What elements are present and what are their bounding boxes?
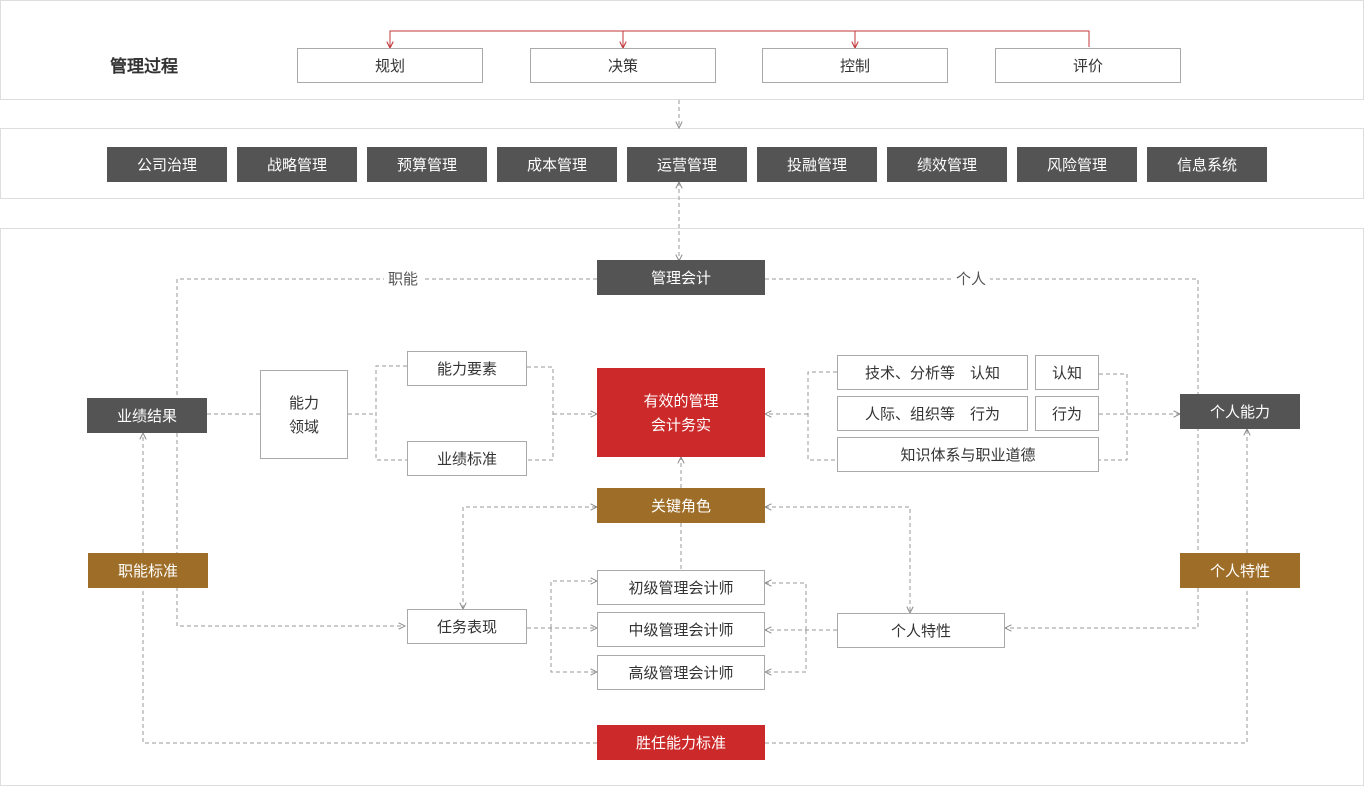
performance-result-node: 业绩结果: [87, 398, 207, 433]
function-corporate-governance: 公司治理: [107, 147, 227, 182]
personal-ability-node: 个人能力: [1180, 394, 1300, 429]
task-performance-node: 任务表现: [407, 609, 527, 644]
knowledge-ethics-node: 知识体系与职业道德: [837, 437, 1099, 472]
function-label: 职能: [384, 268, 423, 289]
key-role-node: 关键角色: [597, 488, 765, 523]
junior-accountant-node: 初级管理会计师: [597, 570, 765, 605]
process-step-control: 控制: [762, 48, 948, 83]
behavior-node: 行为: [1035, 396, 1099, 431]
function-cost-management: 成本管理: [497, 147, 617, 182]
personal-label: 个人: [952, 268, 991, 289]
cognition-node: 认知: [1035, 355, 1099, 390]
personal-traits-node: 个人特性: [837, 613, 1005, 648]
management-process-title: 管理过程: [110, 57, 178, 77]
process-step-decide: 决策: [530, 48, 716, 83]
function-standard-node: 职能标准: [88, 553, 208, 588]
intermediate-accountant-node: 中级管理会计师: [597, 612, 765, 647]
management-accounting-node: 管理会计: [597, 260, 765, 295]
function-operations-management: 运营管理: [627, 147, 747, 182]
behavioral-skills-node: 人际、组织等 行为: [837, 396, 1028, 431]
performance-standard-node: 业绩标准: [407, 441, 527, 476]
ability-elements-node: 能力要素: [407, 351, 527, 386]
function-risk-management: 风险管理: [1017, 147, 1137, 182]
process-step-evaluate: 评价: [995, 48, 1181, 83]
effective-practice-node: 有效的管理 会计务实: [597, 368, 765, 457]
function-investment-financing: 投融管理: [757, 147, 877, 182]
personal-traits-gold-node: 个人特性: [1180, 553, 1300, 588]
function-performance-management: 绩效管理: [887, 147, 1007, 182]
ability-domain-node: 能力 领域: [260, 370, 348, 459]
process-step-plan: 规划: [297, 48, 483, 83]
cognitive-skills-node: 技术、分析等 认知: [837, 355, 1028, 390]
function-strategy-management: 战略管理: [237, 147, 357, 182]
senior-accountant-node: 高级管理会计师: [597, 655, 765, 690]
function-information-systems: 信息系统: [1147, 147, 1267, 182]
competency-standard-node: 胜任能力标准: [597, 725, 765, 760]
function-budget-management: 预算管理: [367, 147, 487, 182]
